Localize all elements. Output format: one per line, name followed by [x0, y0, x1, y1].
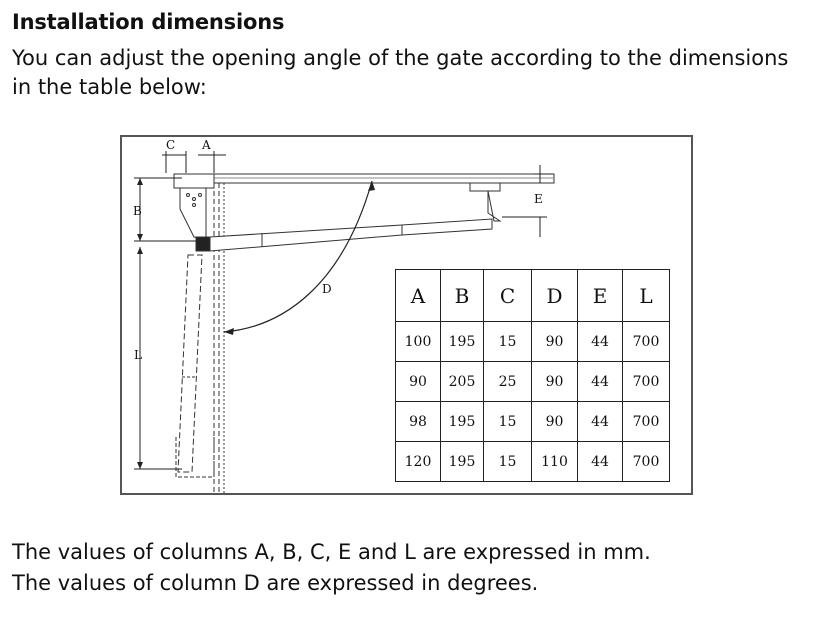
actuator-arm-closed [177, 254, 203, 473]
table-cell: 195 [440, 321, 484, 362]
table-cell: 44 [577, 441, 623, 482]
column-header-d: D [531, 269, 578, 322]
table-row: 100 195 15 90 44 700 [395, 321, 670, 362]
label-a: A [201, 138, 211, 152]
front-bracket [469, 182, 501, 192]
pivot-joint [195, 236, 211, 252]
intro-text: You can adjust the opening angle of the … [12, 46, 789, 99]
table-cell: 120 [395, 441, 441, 482]
column-header-a: A [395, 269, 441, 322]
table-row: 90 205 25 90 44 700 [395, 361, 670, 402]
label-b: B [133, 204, 142, 218]
label-e: E [534, 192, 543, 206]
table-cell: 205 [440, 361, 484, 402]
table-cell: 15 [483, 441, 532, 482]
units-note-mm: The values of columns A, B, C, E and L a… [12, 540, 651, 564]
table-cell: 110 [531, 441, 578, 482]
table-header-row: A B C D E L [395, 269, 670, 322]
table-cell: 700 [622, 441, 670, 482]
table-cell: 90 [531, 321, 578, 362]
table-cell: 90 [531, 401, 578, 442]
bracket-plate [179, 187, 207, 240]
table-cell: 90 [395, 361, 441, 402]
table-cell: 195 [440, 441, 484, 482]
table-cell: 700 [622, 361, 670, 402]
table-cell: 700 [622, 321, 670, 362]
column-header-l: L [622, 269, 670, 322]
table-cell: 98 [395, 401, 441, 442]
table-row: 120 195 15 110 44 700 [395, 441, 670, 482]
table-cell: 15 [483, 401, 532, 442]
label-c: C [166, 138, 175, 152]
table-cell: 100 [395, 321, 441, 362]
column-header-e: E [577, 269, 623, 322]
table-cell: 90 [531, 361, 578, 402]
opening-arc [223, 180, 373, 333]
units-note-degrees: The values of column D are expressed in … [12, 571, 539, 595]
table-cell: 15 [483, 321, 532, 362]
table-cell: 44 [577, 321, 623, 362]
label-d: D [322, 282, 332, 296]
table-cell: 25 [483, 361, 532, 402]
table-cell: 195 [440, 401, 484, 442]
label-l: L [134, 348, 142, 362]
column-header-b: B [440, 269, 484, 322]
section-heading: Installation dimensions [12, 10, 285, 34]
dimensions-table: A B C D E L 100 195 15 90 44 700 90 205 … [395, 269, 670, 482]
table-cell: 44 [577, 361, 623, 402]
table-row: 98 195 15 90 44 700 [395, 401, 670, 442]
gate-opener-drawing: B L C A D E [133, 138, 555, 493]
installation-diagram: B L C A D E A B C D E L 100 195 15 90 44 [120, 135, 693, 495]
table-cell: 700 [622, 401, 670, 442]
table-cell: 44 [577, 401, 623, 442]
column-header-c: C [483, 269, 532, 322]
rear-bracket [173, 173, 215, 189]
